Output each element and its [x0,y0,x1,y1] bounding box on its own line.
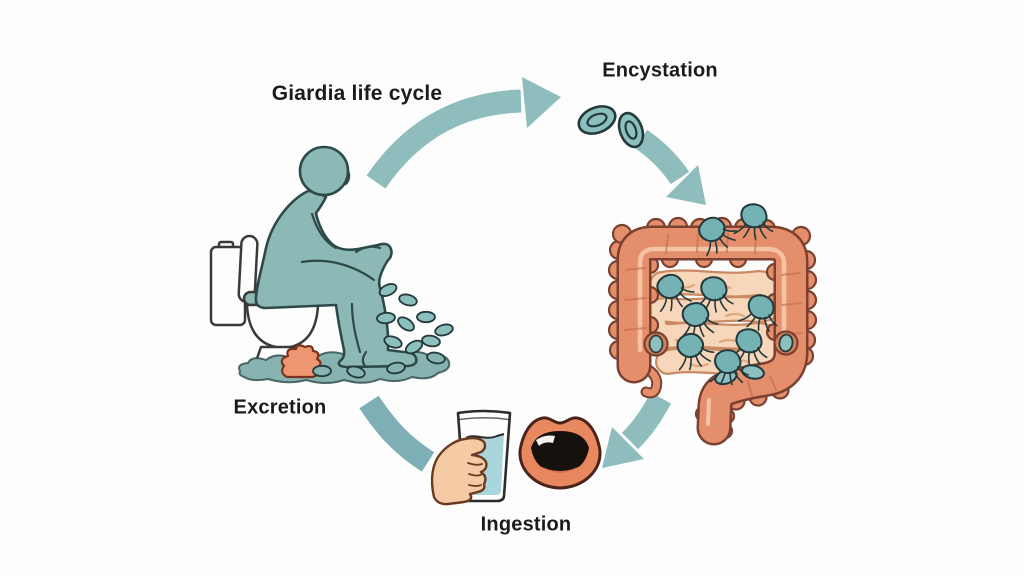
cyst-icon [416,310,436,324]
cycle-arrow-excretion-to-encystation [366,77,561,189]
cycle-arrow-intestine-to-ingestion [602,392,672,468]
excretion-illustration [209,145,455,384]
colon-wall-cyst-icon [773,330,799,356]
cycle-arrow-encystation-to-intestine [634,129,706,205]
cyst-icon [312,364,332,378]
inner-lip-shape [536,464,584,473]
hand-icon [430,436,488,506]
stage-label-encystation: Encystation [602,59,718,82]
ingestion-illustration [430,409,602,506]
stage-label-ingestion: Ingestion [480,513,572,536]
person-body [254,189,418,369]
diagram-title: Giardia life cycle [271,82,443,105]
mouth-icon [518,416,602,490]
cyst-icon [376,280,400,300]
cyst-icon [397,291,419,309]
encystation-cysts [577,105,645,149]
stage-label-excretion: Excretion [233,396,327,419]
cycle-arrow-excretion-to-ingestion [359,395,435,472]
cyst-icon [433,321,455,339]
cyst-icon [394,313,418,335]
cyst-icon [375,311,397,325]
colon-wall-cyst-icon [643,331,669,357]
teeth-shape [536,435,555,446]
cyst-icon [420,333,442,349]
person-head [298,145,350,197]
cyst-icon [617,111,645,149]
intestine-icon [607,200,818,446]
cyst-icon [577,105,617,135]
person-figure [254,145,418,369]
